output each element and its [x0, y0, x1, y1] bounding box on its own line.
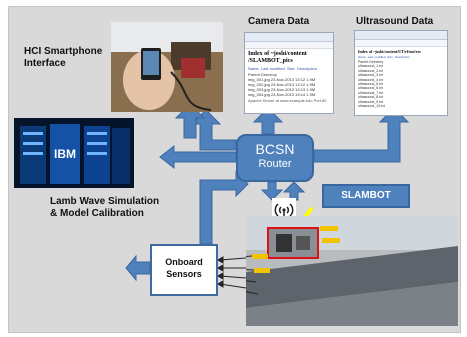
router-label-line1: BCSN	[255, 141, 295, 157]
supercomputer-photo: IBM	[14, 118, 134, 188]
list-item[interactable]: img_004.jpg 23-Nov-2013 13:14 1.9M	[248, 92, 316, 97]
camera-data-label: Camera Data	[248, 16, 310, 27]
arrow-router-to-ultrasound	[313, 107, 410, 163]
list-item[interactable]: ultrasound_8.txt	[358, 95, 383, 100]
arrow-sensors-side	[125, 254, 151, 282]
sensors-label-line1: Onboard	[165, 257, 203, 267]
arrow-sensors-to-router	[199, 170, 249, 245]
list-item[interactable]: img_001.jpg 23-Nov-2013 13:12 1.9M	[248, 77, 316, 82]
list-item[interactable]: ultrasound_7.txt	[358, 90, 383, 95]
list-item[interactable]: img_003.jpg 23-Nov-2013 13:13 1.9M	[248, 87, 316, 92]
sensors-label-line2: Sensors	[166, 269, 202, 279]
arrow-router-to-phone	[190, 109, 237, 151]
camera-footer: Apache Server at www.example.edu Port 80	[248, 98, 327, 103]
list-item[interactable]: ultrasound_1.txt	[358, 64, 383, 69]
list-item[interactable]: Parent Directory	[248, 72, 277, 77]
column-modified: Last modified	[367, 55, 386, 59]
slambot-label: SLAMBOT	[322, 184, 410, 208]
ultrasound-data-window: Index of ~joshi/content/UT/rf/out/rec Na…	[354, 30, 448, 116]
router-label-line2: Router	[258, 158, 292, 170]
browser-tab-bar	[245, 33, 333, 42]
column-modified: Last modified	[260, 66, 285, 71]
list-item[interactable]: ultrasound_4.txt	[358, 77, 383, 82]
camera-columns: Name Last modified Size Description	[245, 65, 333, 72]
smartphone-photo	[111, 22, 223, 112]
column-description: Description	[296, 66, 317, 71]
column-size: Size	[387, 55, 394, 59]
arrow-slambot-to-router	[282, 181, 306, 201]
lamb-wave-label: Lamb Wave Simulation & Model Calibration	[50, 196, 160, 219]
list-item[interactable]: ultrasound_5.txt	[358, 82, 383, 87]
ibm-logo: IBM	[54, 147, 76, 161]
aircraft-wing-photo	[246, 216, 458, 326]
column-name: Name	[358, 55, 367, 59]
list-item[interactable]: ultrasound_3.txt	[358, 73, 383, 78]
browser-address-bar	[245, 42, 333, 49]
hci-smartphone-label: HCI Smartphone Interface	[24, 46, 103, 69]
ultrasound-index-title: Index of ~joshi/content/UT/rf/out/rec	[358, 49, 422, 54]
list-item[interactable]: ultrasound_6.txt	[358, 86, 383, 91]
list-item[interactable]: ultrasound_10.txt	[358, 104, 385, 109]
column-description: Description	[394, 55, 410, 59]
ultrasound-data-label: Ultrasound Data	[356, 16, 434, 27]
arrow-router-to-slambot	[260, 181, 284, 201]
ultrasound-columns: Name Last modified Size Description	[355, 54, 447, 60]
list-item[interactable]: Parent Directory	[358, 60, 384, 64]
sensor-wire-arrows	[218, 256, 247, 289]
column-name: Name	[248, 66, 259, 71]
onboard-sensors-box: Onboard Sensors	[150, 244, 218, 296]
slambot-robot-highlight	[267, 227, 319, 259]
arrow-router-to-camera	[252, 107, 284, 135]
camera-index-title: Index of ~joshi/content /SLAMBOT_pics	[248, 51, 307, 64]
list-item[interactable]: ultrasound_9.txt	[358, 99, 383, 104]
list-item[interactable]: ultrasound_2.txt	[358, 68, 383, 73]
camera-data-window: Index of ~joshi/content /SLAMBOT_pics Na…	[244, 32, 334, 114]
list-item[interactable]: img_002.jpg 23-Nov-2013 13:12 1.9M	[248, 82, 316, 87]
bcsn-router: BCSN Router	[236, 134, 314, 182]
browser-address-bar	[355, 40, 447, 47]
browser-tab-bar	[355, 31, 447, 40]
column-size: Size	[286, 66, 295, 71]
